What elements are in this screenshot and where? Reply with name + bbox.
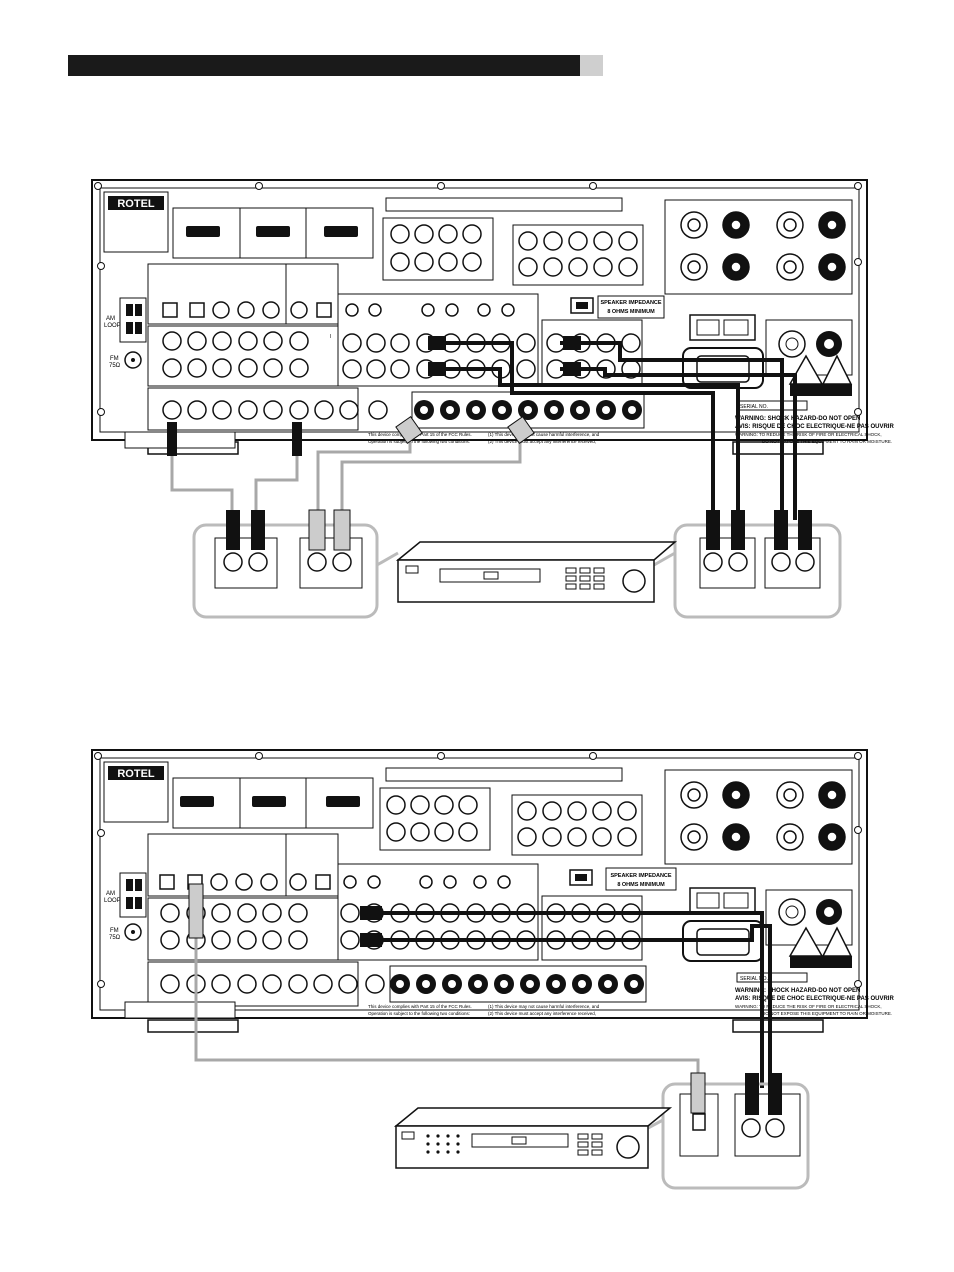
svg-text:AVIS: RISQUE DE CHOC ELECTRIQU: AVIS: RISQUE DE CHOC ELECTRIQUE-NE PAS O… xyxy=(735,996,894,1002)
serial-label: SERIAL NO. xyxy=(740,404,768,410)
section-header-tab xyxy=(580,55,603,76)
svg-text:8 OHMS MINIMUM: 8 OHMS MINIMUM xyxy=(607,309,655,315)
svg-text:DO NOT EXPOSE THIS EQUIPMENT T: DO NOT EXPOSE THIS EQUIPMENT TO RAIN OR … xyxy=(762,439,892,444)
avis-text: AVIS: RISQUE DE CHOC ELECTRIQUE-NE PAS O… xyxy=(735,424,894,430)
hdmi-port xyxy=(324,226,358,237)
svg-text:(2) This device must accept an: (2) This device must accept any interfer… xyxy=(488,439,596,444)
brand-logo: ROTEL xyxy=(117,198,155,210)
svg-text:DO NOT EXPOSE THIS EQUIPMENT T: DO NOT EXPOSE THIS EQUIPMENT TO RAIN OR … xyxy=(762,1011,892,1016)
svg-text:LOOP: LOOP xyxy=(104,898,121,904)
svg-text:FM: FM xyxy=(110,356,119,362)
svg-text:SPEAKER IMPEDANCE: SPEAKER IMPEDANCE xyxy=(610,873,671,879)
svg-text:FM: FM xyxy=(110,928,119,934)
svg-text:SERIAL NO.: SERIAL NO. xyxy=(740,976,768,982)
svg-text:(1) This device may not cause: (1) This device may not cause harmful in… xyxy=(488,1004,600,1009)
connection-diagram-1: ROTEL AM LOOP FM 75Ω xyxy=(0,170,954,630)
warning-text: WARNING: SHOCK HAZARD-DO NOT OPEN xyxy=(735,416,860,422)
svg-text:AM: AM xyxy=(106,316,115,322)
svg-text:WARNING: SHOCK HAZARD-DO NOT O: WARNING: SHOCK HAZARD-DO NOT OPEN xyxy=(735,988,860,994)
hdmi-port xyxy=(256,226,290,237)
connection-diagram-2: ROTEL AM LOOP FM 75Ω xyxy=(0,748,954,1198)
brand-logo: ROTEL xyxy=(117,768,155,780)
cd-recorder-unit xyxy=(393,1107,673,1127)
svg-text:Operation is subject to the fo: Operation is subject to the following tw… xyxy=(368,1011,470,1016)
svg-text:SPEAKER IMPEDANCE: SPEAKER IMPEDANCE xyxy=(600,300,661,306)
svg-text:8 OHMS MINIMUM: 8 OHMS MINIMUM xyxy=(617,882,665,888)
svg-text:I: I xyxy=(330,334,331,340)
section-header-bar xyxy=(68,55,580,76)
svg-text:AM: AM xyxy=(106,891,115,897)
svg-text:75Ω: 75Ω xyxy=(109,935,121,941)
hdmi-port xyxy=(186,226,220,237)
svg-text:This device complies with Part: This device complies with Part 15 of the… xyxy=(368,1004,472,1009)
receiver-foot xyxy=(732,441,824,455)
svg-text:75Ω: 75Ω xyxy=(109,363,121,369)
svg-text:(2) This device must accept an: (2) This device must accept any interfer… xyxy=(488,1011,596,1016)
svg-text:WARNING: TO REDUCE THE RISK OF: WARNING: TO REDUCE THE RISK OF FIRE OR E… xyxy=(735,432,882,437)
svg-text:Operation is subject to the fo: Operation is subject to the following tw… xyxy=(368,439,470,444)
svg-text:LOOP: LOOP xyxy=(104,323,121,329)
svg-text:WARNING: TO REDUCE THE RISK OF: WARNING: TO REDUCE THE RISK OF FIRE OR E… xyxy=(735,1004,882,1009)
svg-text:(1) This device may not cause: (1) This device may not cause harmful in… xyxy=(488,432,600,437)
cd-recorder-unit xyxy=(395,541,678,561)
